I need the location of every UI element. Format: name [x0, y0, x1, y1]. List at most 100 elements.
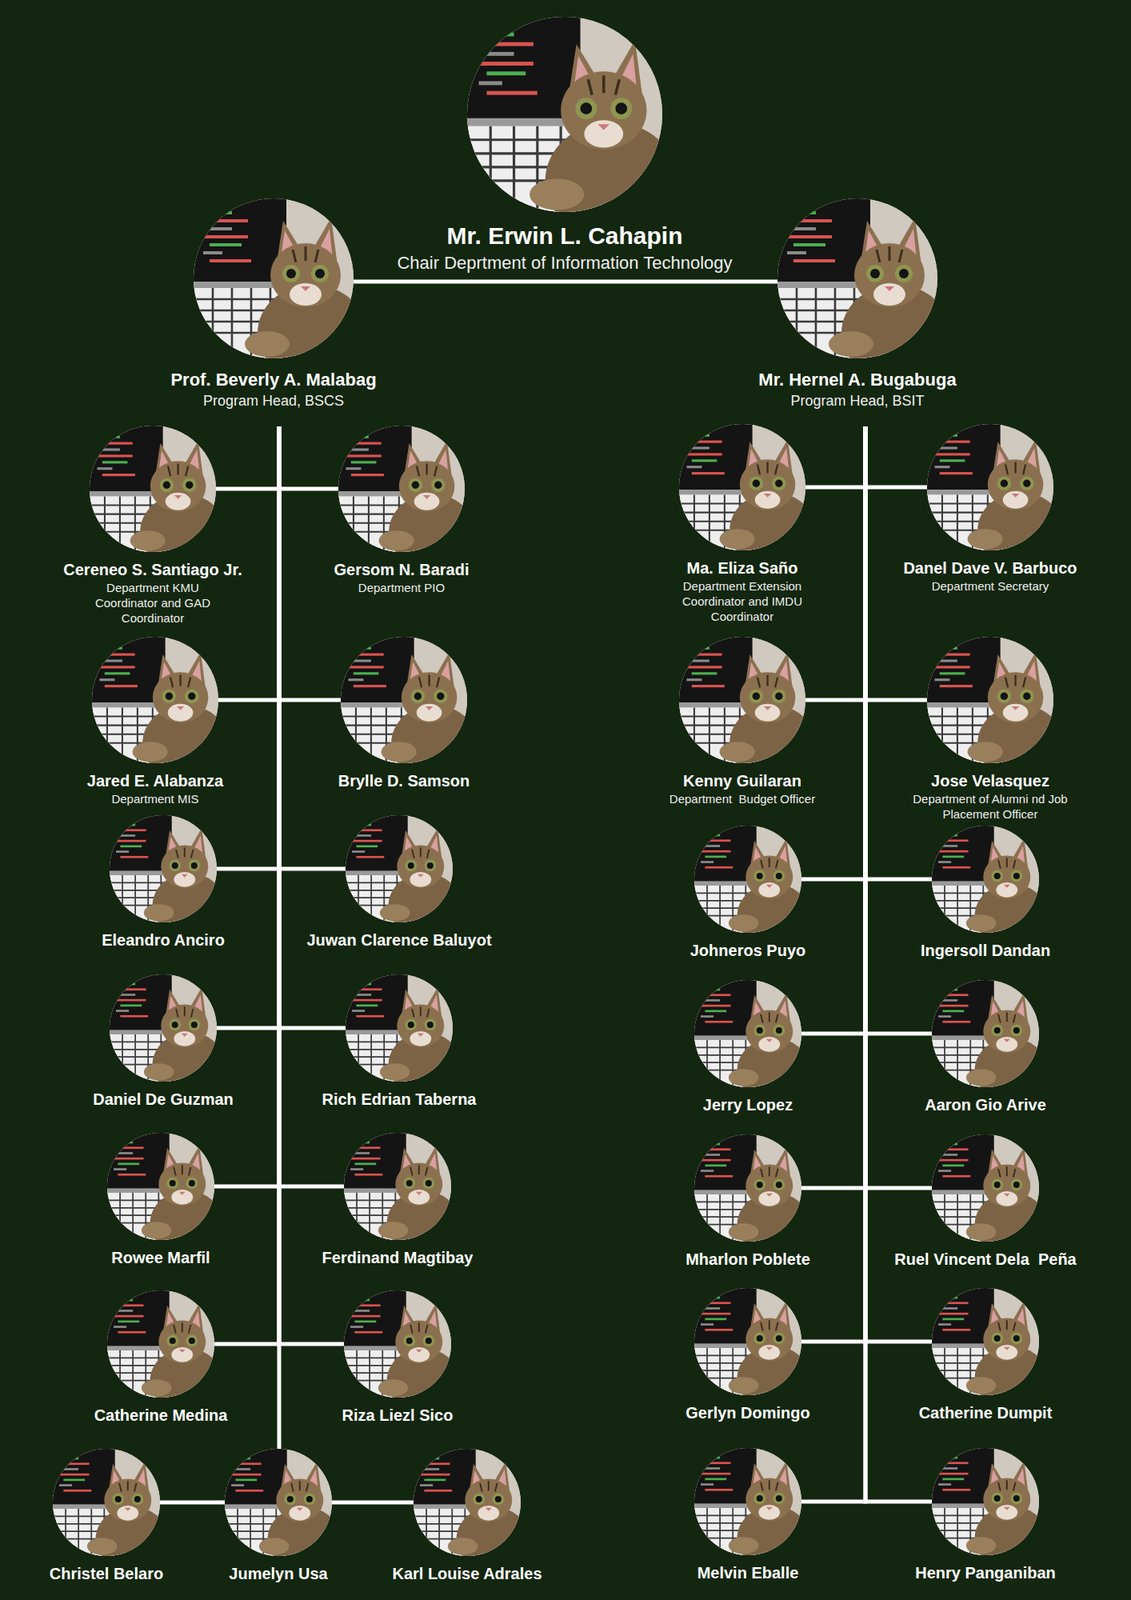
profile-photo	[467, 16, 663, 212]
person-name: Karl Louise Adrales	[332, 1563, 602, 1583]
cat-photo	[52, 1448, 160, 1556]
person-name: Jared E. Alabanza	[20, 771, 290, 791]
person-node: Daniel De Guzman	[28, 974, 298, 1109]
cat-photo	[694, 1134, 802, 1242]
cat-photo	[931, 1134, 1040, 1242]
cat-photo	[193, 198, 354, 359]
cat-photo	[343, 1132, 452, 1240]
person-name: Ma. Eliza Saño	[607, 558, 877, 578]
cat-photo	[413, 1448, 521, 1556]
cat-photo	[107, 1290, 215, 1398]
cat-photo	[109, 815, 217, 923]
org-connector	[215, 426, 280, 489]
person-node: Rich Edrian Taberna	[264, 974, 534, 1109]
cat-photo	[927, 636, 1054, 764]
cat-photo	[343, 1290, 452, 1398]
cat-photo	[338, 425, 465, 552]
person-node: Riza Liezl Sico	[263, 1290, 532, 1425]
cat-photo	[927, 636, 1054, 764]
person-node: Jumelyn Usa	[143, 1448, 413, 1583]
profile-photo	[931, 1447, 1040, 1555]
person-node: Jared E. AlabanzaDepartment MIS	[20, 636, 290, 808]
org-connector	[279, 426, 339, 489]
person-node: Gerlyn Domingo	[613, 1287, 883, 1423]
org-connector	[801, 426, 866, 1342]
person-node: Christel Belaro	[0, 1448, 241, 1583]
person-name: Jose Velasquez	[855, 771, 1125, 791]
profile-photo	[679, 636, 806, 764]
cat-photo	[467, 16, 663, 212]
person-name: Danel Dave V. Barbuco	[855, 558, 1125, 578]
person-node: Gersom N. BaradiDepartment PIO	[267, 425, 536, 596]
person-node: Mr. Erwin L. CahapinChair Deprtment of I…	[318, 16, 812, 275]
cat-photo	[338, 425, 465, 552]
cat-photo	[89, 425, 216, 552]
person-name: Prof. Beverly A. Malabag	[115, 369, 432, 391]
cat-photo	[694, 1287, 802, 1395]
cat-photo	[679, 636, 806, 764]
person-node: Jerry Lopez	[613, 979, 883, 1115]
person-name: Ferdinand Magtibay	[263, 1247, 532, 1267]
person-node: Ruel Vincent Dela Peña	[851, 1134, 1120, 1269]
person-node: Mr. Hernel A. BugabugaProgram Head, BSIT	[699, 198, 1016, 411]
person-name: Henry Panganiban	[851, 1562, 1120, 1583]
person-node: Brylle D. Samson	[269, 636, 539, 791]
person-role: Department Extension Coordinator and IMD…	[662, 579, 823, 624]
person-role: Program Head, BSCS	[153, 391, 394, 411]
org-connector	[805, 426, 866, 488]
person-name: Melvin Eballe	[613, 1562, 883, 1583]
profile-photo	[340, 636, 468, 764]
person-node: Juwan Clarence Baluyot	[264, 815, 534, 950]
cat-photo	[931, 979, 1040, 1088]
cat-photo	[467, 16, 663, 212]
cat-photo	[927, 423, 1054, 551]
profile-photo	[927, 423, 1054, 551]
person-name: Catherine Medina	[26, 1405, 296, 1425]
cat-photo	[89, 425, 216, 552]
org-connector	[865, 426, 932, 880]
cat-photo	[694, 825, 802, 933]
org-connector	[801, 426, 866, 880]
org-connector	[214, 426, 280, 1187]
person-name: Gersom N. Baradi	[267, 559, 536, 580]
cat-photo	[52, 1448, 160, 1556]
cat-photo	[694, 979, 802, 1088]
profile-photo	[931, 1287, 1040, 1395]
person-name: Mharlon Poblete	[613, 1249, 883, 1269]
profile-photo	[345, 815, 453, 923]
org-connector	[279, 426, 346, 869]
org-connector	[801, 426, 866, 1502]
profile-photo	[89, 425, 216, 552]
person-role: Department Budget Officer	[646, 791, 839, 808]
person-name: Daniel De Guzman	[28, 1089, 298, 1109]
cat-photo	[224, 1448, 332, 1556]
person-name: Christel Belaro	[0, 1563, 241, 1583]
person-name: Mr. Hernel A. Bugabuga	[699, 369, 1016, 391]
cat-photo	[694, 825, 802, 933]
person-node: Kenny GuilaranDepartment Budget Officer	[607, 636, 877, 808]
profile-photo	[931, 979, 1040, 1088]
cat-photo	[109, 974, 217, 1082]
person-name: Rowee Marfil	[26, 1247, 296, 1267]
cat-photo	[931, 825, 1040, 933]
profile-photo	[193, 198, 354, 359]
person-node: Ferdinand Magtibay	[263, 1132, 532, 1267]
cat-photo	[109, 974, 217, 1082]
person-node: Jose VelasquezDepartment of Alumni nd Jo…	[855, 636, 1125, 823]
person-name: Rich Edrian Taberna	[264, 1089, 534, 1109]
org-connector	[277, 426, 282, 1449]
person-role: Program Head, BSIT	[737, 391, 978, 411]
person-node: Cereneo S. Santiago Jr.Department KMU Co…	[18, 425, 288, 626]
cat-photo	[224, 1448, 332, 1556]
cat-photo	[694, 1447, 802, 1555]
profile-photo	[694, 1447, 802, 1555]
person-node: Ingersoll Dandan	[851, 825, 1120, 960]
org-connector	[801, 426, 866, 1034]
profile-photo	[931, 1134, 1040, 1242]
cat-photo	[777, 198, 938, 359]
org-connector	[279, 426, 344, 1187]
cat-photo	[107, 1132, 215, 1240]
person-role: Department KMU Coordinator and GAD Coord…	[76, 580, 229, 626]
person-node: Karl Louise Adrales	[332, 1448, 602, 1583]
